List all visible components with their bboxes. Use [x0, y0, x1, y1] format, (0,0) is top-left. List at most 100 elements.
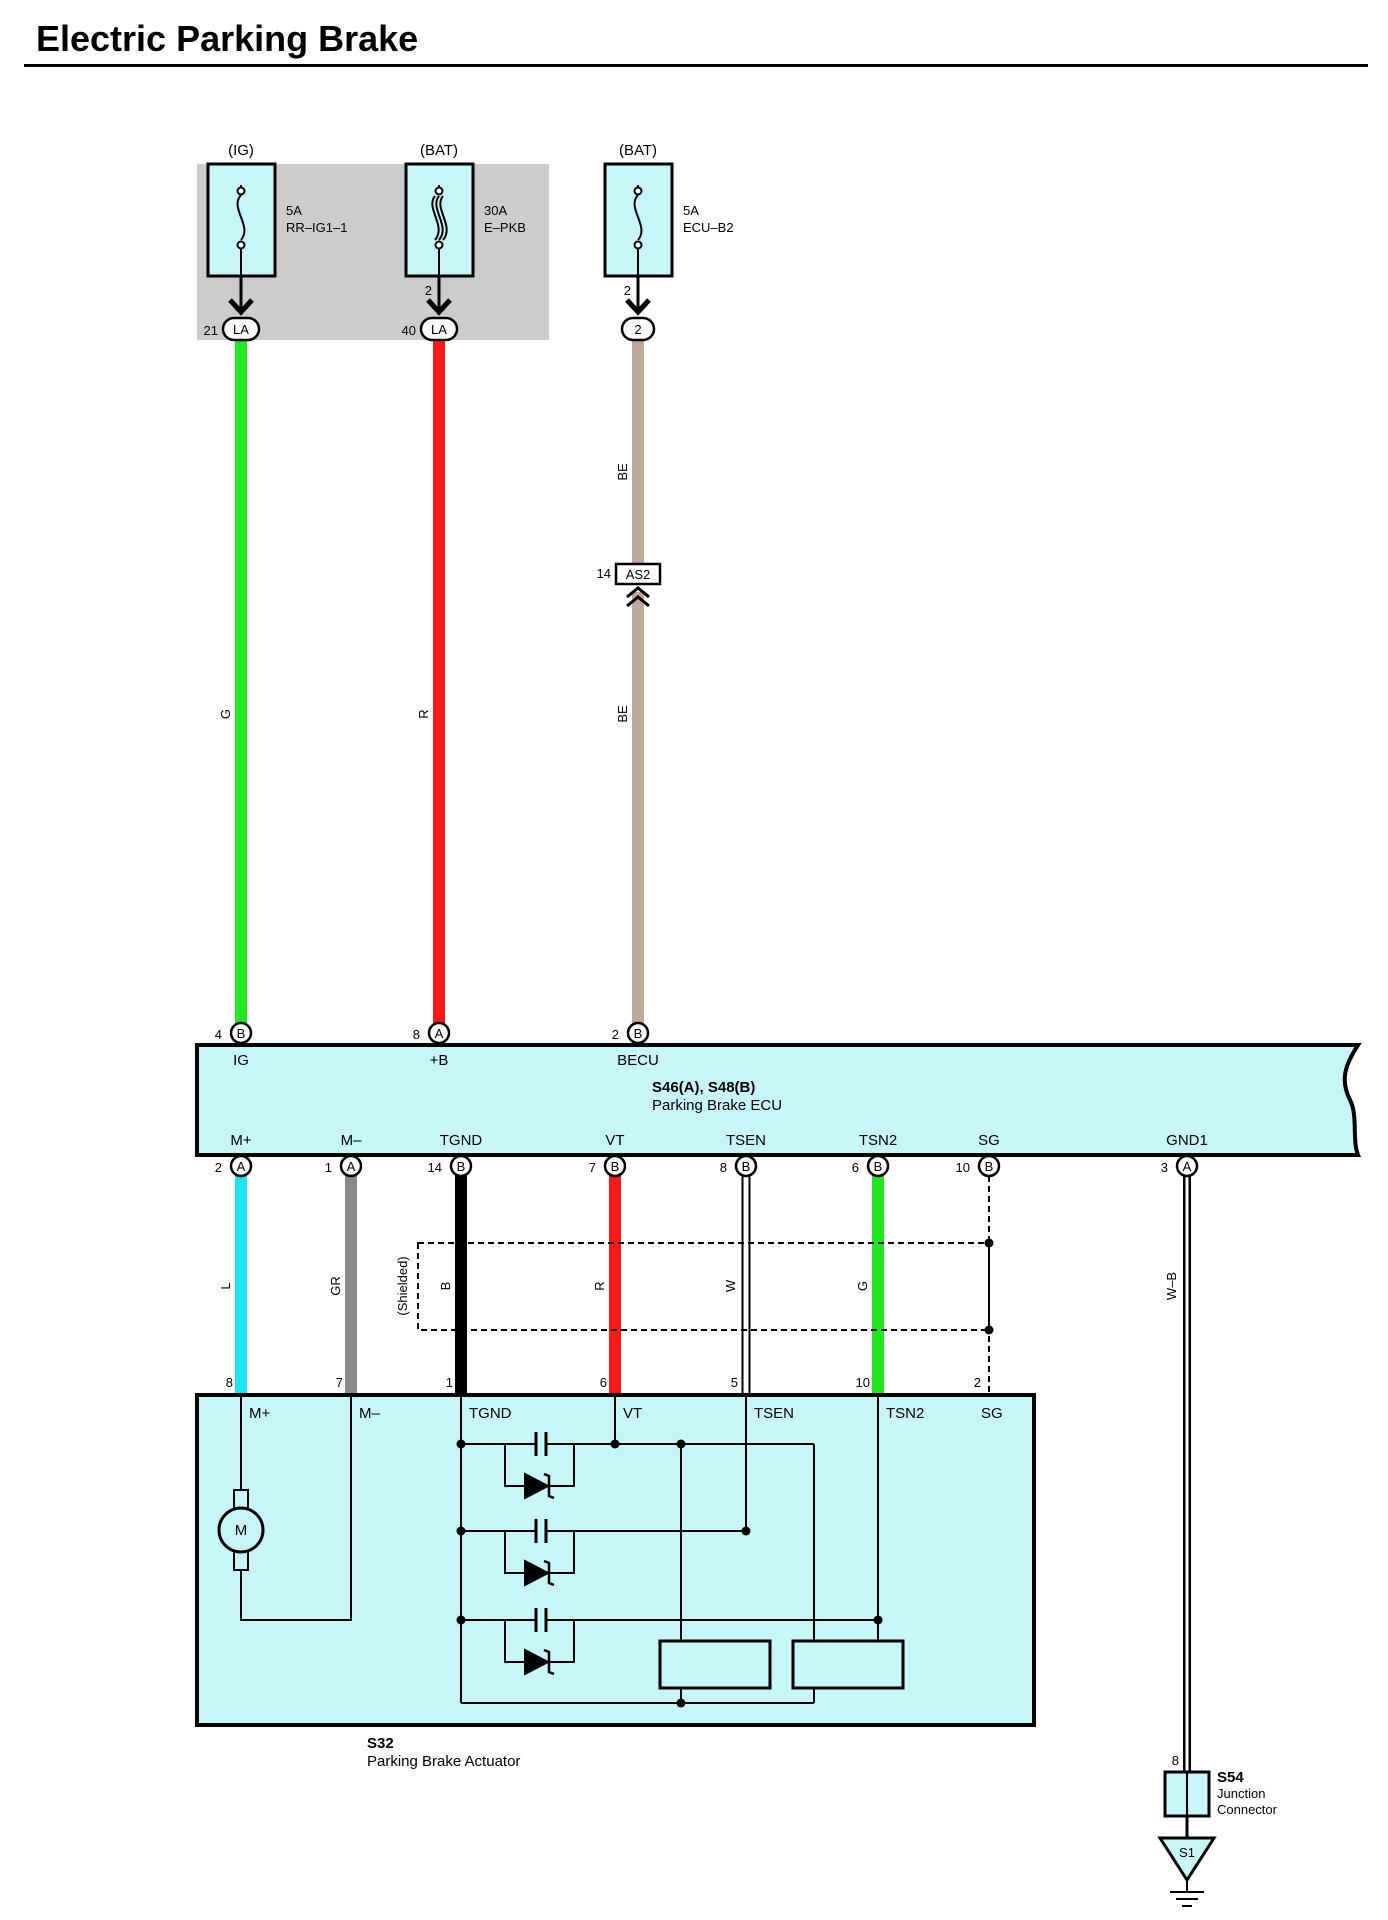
pin-label: VT — [605, 1132, 624, 1149]
actuator-pin-label: M+ — [249, 1405, 270, 1422]
pin-number: 14 — [428, 1160, 442, 1175]
connector-pin: 21 — [204, 323, 218, 338]
pin-number: 10 — [956, 1160, 970, 1175]
wire-label-w-b: W–B — [1164, 1272, 1179, 1300]
ground-name: S1 — [1179, 1845, 1195, 1860]
wire-label-g: G — [855, 1281, 870, 1291]
pin-number: 1 — [325, 1160, 332, 1175]
connector-pin: 40 — [402, 323, 416, 338]
actuator-pin-label: SG — [981, 1405, 1003, 1422]
ground-s1: S1 — [1157, 1816, 1217, 1907]
pin-connector: A — [347, 1159, 356, 1174]
wire-label-b: B — [438, 1282, 453, 1291]
inline-connector-pin: 14 — [597, 566, 611, 581]
junction-connector-s54: 8 S54 Junction Connector — [1163, 1753, 1278, 1818]
title-rule — [24, 64, 1368, 67]
actuator-pin-number: 8 — [226, 1375, 233, 1390]
junction-id: S54 — [1217, 1769, 1244, 1786]
motor: M — [217, 1395, 352, 1621]
inline-connector-name: AS2 — [626, 567, 651, 582]
actuator-pin-label: TSEN — [754, 1405, 794, 1422]
connector-name: LA — [431, 322, 447, 337]
connector-la-21: 21 LA — [204, 316, 261, 342]
pin-label: SG — [978, 1132, 1000, 1149]
connector-la-40: 40 LA — [402, 316, 459, 342]
actuator-pin-number: 1 — [446, 1375, 453, 1390]
actuator-pin-number: 7 — [336, 1375, 343, 1390]
wire-label-be: BE — [615, 463, 630, 481]
junction-name-line1: Junction — [1217, 1786, 1265, 1801]
actuator-pin-number: 5 — [731, 1375, 738, 1390]
parking-brake-ecu-box — [195, 1043, 1362, 1157]
pin-number: 7 — [589, 1160, 596, 1175]
sensor-block-1 — [658, 1639, 772, 1690]
pin-connector: A — [435, 1026, 444, 1041]
fuse-source: (BAT) — [619, 142, 657, 159]
actuator-pin-number: 6 — [600, 1375, 607, 1390]
wire-label-g: G — [218, 709, 233, 719]
ecu-pin-plus-b: 8 A +B — [413, 1021, 451, 1069]
actuator-pin-label: M– — [359, 1405, 380, 1422]
connector-name: LA — [233, 322, 249, 337]
pin-connector: A — [1183, 1159, 1192, 1174]
wire-label-l: L — [218, 1282, 233, 1289]
fuse-name: RR–IG1–1 — [286, 220, 347, 235]
pin-number: 8 — [413, 1027, 420, 1042]
actuator-id: S32 — [367, 1735, 394, 1752]
actuator-pin-number: 10 — [856, 1375, 870, 1390]
ecu-pin-ig: 4 B IG — [215, 1021, 253, 1069]
wire-label-r: R — [592, 1281, 607, 1290]
pin-label: IG — [233, 1052, 249, 1069]
shield: (Shielded) — [395, 1238, 994, 1335]
wire-label-w: W — [723, 1279, 738, 1292]
fuse-pin: 2 — [425, 283, 432, 298]
pin-number: 8 — [720, 1160, 727, 1175]
junction-name-line2: Connector — [1217, 1802, 1278, 1817]
pin-connector: B — [237, 1026, 246, 1041]
fuse-rating: 5A — [286, 203, 302, 218]
fuse-ecu-b2: (BAT) 5A ECU–B2 — [603, 142, 734, 278]
actuator-pin-number: 2 — [974, 1375, 981, 1390]
cap-diode-pair-2 — [461, 1519, 746, 1587]
pin-connector: B — [457, 1159, 466, 1174]
pin-label: TSN2 — [859, 1132, 897, 1149]
pin-label: TSEN — [726, 1132, 766, 1149]
shield-label: (Shielded) — [395, 1256, 410, 1315]
pin-label: GND1 — [1166, 1132, 1208, 1149]
fuse-name: ECU–B2 — [683, 220, 734, 235]
pin-connector: A — [237, 1159, 246, 1174]
fuse-rr-ig1-1: (IG) 5A RR–IG1–1 — [206, 142, 347, 278]
pin-label: M– — [341, 1132, 362, 1149]
wire-label-r: R — [416, 709, 431, 718]
wire-label-gr: GR — [328, 1276, 343, 1296]
junction-dots — [456, 1439, 883, 1708]
pin-connector: B — [874, 1159, 883, 1174]
junction-pin: 8 — [1172, 1753, 1179, 1768]
fuse-source: (BAT) — [420, 142, 458, 159]
connector-name: 2 — [634, 322, 641, 337]
pin-label: +B — [430, 1052, 449, 1069]
fuse-rating: 30A — [484, 203, 507, 218]
actuator-pin-label: TGND — [469, 1405, 512, 1422]
page-title: Electric Parking Brake — [36, 18, 419, 59]
cap-diode-pair-1 — [461, 1432, 575, 1500]
pin-number: 2 — [612, 1027, 619, 1042]
pin-connector: B — [634, 1026, 643, 1041]
pin-number: 2 — [215, 1160, 222, 1175]
ecu-name: Parking Brake ECU — [652, 1097, 782, 1114]
sensor-block-2 — [791, 1639, 905, 1690]
pin-connector: B — [742, 1159, 751, 1174]
motor-label: M — [235, 1522, 248, 1539]
fuse-source: (IG) — [228, 142, 254, 159]
pin-label: BECU — [617, 1052, 659, 1069]
ecu-pin-becu: 2 B BECU — [612, 1021, 659, 1069]
wire-label-be: BE — [615, 705, 630, 723]
ecu-id: S46(A), S48(B) — [652, 1079, 755, 1096]
actuator-pin-label: TSN2 — [886, 1405, 924, 1422]
cap-diode-pair-3 — [461, 1608, 878, 1676]
pin-label: M+ — [230, 1132, 251, 1149]
pin-connector: B — [985, 1159, 994, 1174]
fuse-name: E–PKB — [484, 220, 526, 235]
actuator-name: Parking Brake Actuator — [367, 1753, 520, 1770]
